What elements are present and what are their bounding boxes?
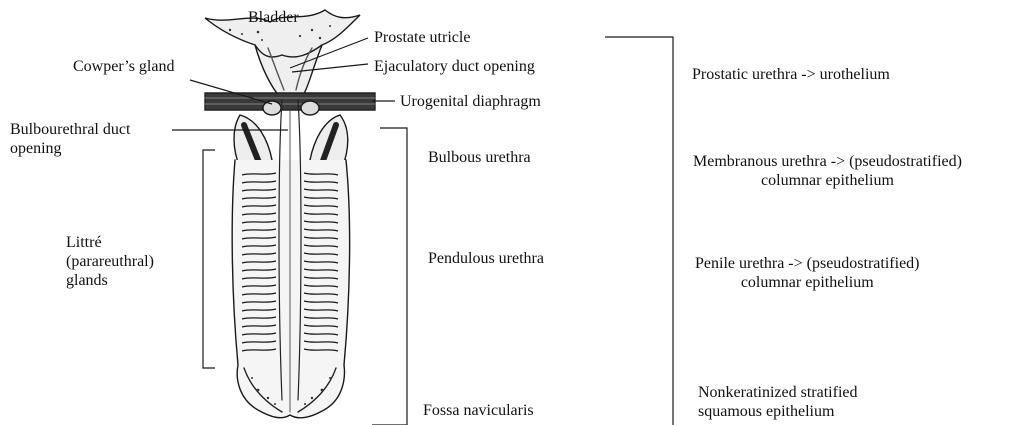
label-epithelium-penile: Penile urethra -> (pseudostratified) col… [695,254,920,292]
label-pendulous-urethra: Pendulous urethra [428,249,544,268]
label-littre-glands: Littré (parareuthral) glands [66,233,154,290]
label-bulbourethral-duct-opening: Bulbourethral duct opening [10,120,130,158]
label-fossa-navicularis: Fossa navicularis [423,401,534,420]
label-cowpers-gland: Cowper’s gland [73,57,174,76]
label-prostate-utricle: Prostate utricle [374,28,470,47]
cowpers-gland-left [263,101,281,115]
bracket-urethra-total [605,37,673,425]
label-epithelium-distal: Nonkeratinized stratified squamous epith… [698,383,858,421]
label-urogenital-diaphragm: Urogenital diaphragm [400,92,541,111]
label-bulbous-urethra: Bulbous urethra [428,148,531,167]
urogenital-diaphragm-band [205,93,375,110]
label-bladder: Bladder [248,8,299,27]
label-epithelium-prostatic: Prostatic urethra -> urothelium [692,65,890,84]
label-epithelium-membranous: Membranous urethra -> (pseudostratified)… [693,152,962,190]
cowpers-gland-right [301,101,319,115]
label-ejaculatory-duct-opening: Ejaculatory duct opening [374,57,535,76]
bracket-littre [203,150,215,368]
bracket-spongy-urethra [372,128,407,425]
